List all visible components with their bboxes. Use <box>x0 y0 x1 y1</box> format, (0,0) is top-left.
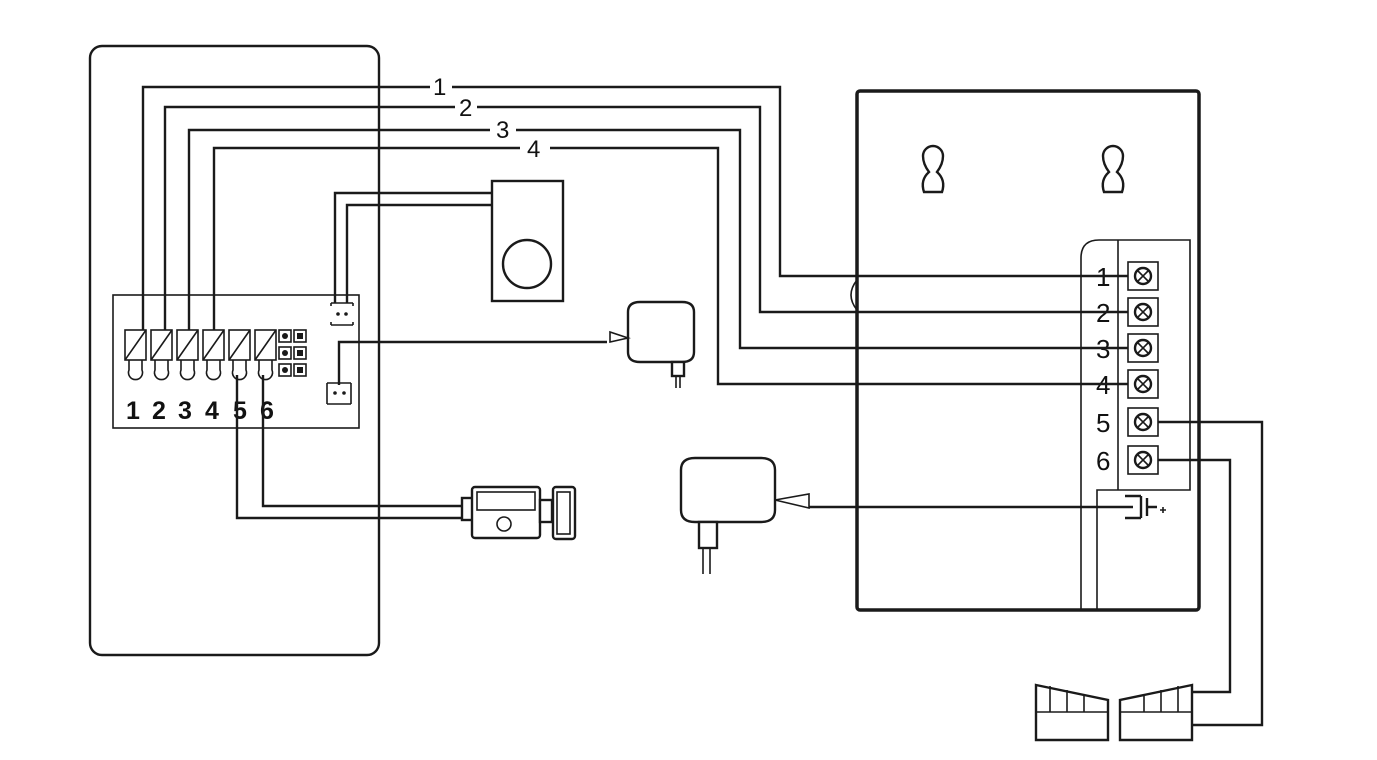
terminal-block-2 <box>150 329 173 381</box>
gate-icon <box>1034 683 1194 742</box>
monitor-terminal-label-6: 6 <box>1096 446 1110 476</box>
terminal-block-3 <box>176 329 199 381</box>
door-terminal-label-1: 1 <box>126 397 140 425</box>
door-terminal-label-2: 2 <box>152 397 166 425</box>
wire-1 <box>141 85 1128 330</box>
door-terminal-label-4: 4 <box>205 397 219 425</box>
monitor-housing <box>855 89 1201 612</box>
keyhole-icon <box>921 144 945 194</box>
wire-label-4: 4 <box>527 136 540 163</box>
door-terminal-label-3: 3 <box>178 397 192 425</box>
monitor-terminal-4 <box>1127 369 1159 399</box>
terminal-block-5 <box>228 329 251 381</box>
door-terminal-label-5: 5 <box>233 397 247 425</box>
door-panel-housing <box>88 44 381 657</box>
jumper-pins <box>278 329 307 377</box>
power-adapter-icon <box>609 300 696 388</box>
electric-lock-icon <box>460 485 577 541</box>
power-adapter-icon <box>679 456 810 574</box>
terminal-block-6 <box>254 329 277 381</box>
wire-3 <box>187 128 1128 350</box>
door-panel-terminal-blocks <box>124 329 277 381</box>
wire-label-1: 1 <box>433 74 446 101</box>
connector-icon <box>330 302 354 326</box>
keyhole-icon <box>1101 144 1125 194</box>
speaker-icon <box>501 238 553 290</box>
monitor-terminal-6 <box>1127 445 1159 475</box>
wire-2 <box>163 105 1128 330</box>
wire-label-2: 2 <box>459 95 472 122</box>
wire-label-3: 3 <box>496 117 509 144</box>
dc-jack-icon <box>1125 494 1166 520</box>
monitor-terminal-1 <box>1127 261 1159 291</box>
terminal-block-1 <box>124 329 147 381</box>
monitor-terminal-label-5: 5 <box>1096 408 1110 438</box>
wire-4 <box>212 146 1128 386</box>
